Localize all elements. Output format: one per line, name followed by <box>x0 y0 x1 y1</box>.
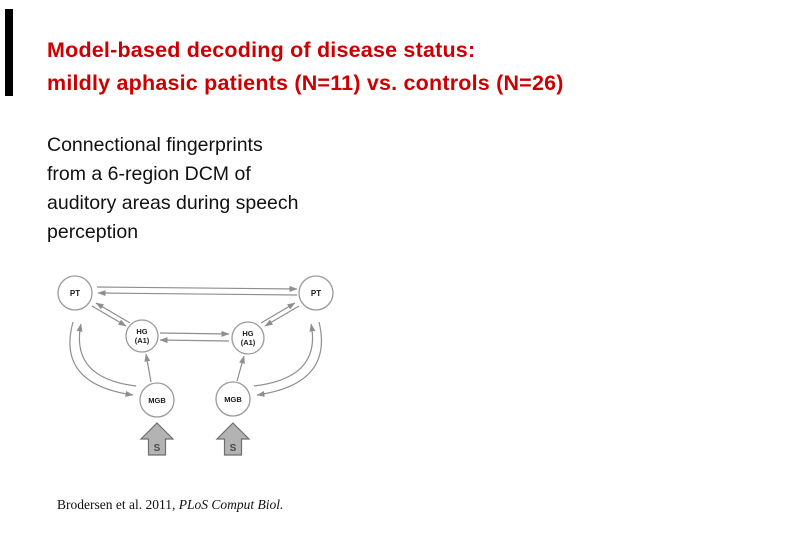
body-line: Connectional fingerprints <box>47 134 263 156</box>
node-hg-left <box>125 319 159 353</box>
arrow-ptl-to-hgl <box>91 305 127 327</box>
node-label-hg-left: HG <box>136 327 147 336</box>
node-sublabel-hg-left: (A1) <box>135 336 150 345</box>
s-input-arrow-right <box>215 422 251 456</box>
accent-bar <box>5 9 13 96</box>
arrow-ptr-to-hgr <box>264 305 300 327</box>
node-mgb-right <box>215 381 251 417</box>
slide-title: Model-based decoding of disease status: … <box>47 34 564 99</box>
arrow-ptl-to-mgbl-curve <box>69 321 134 397</box>
s-input-label-right: S <box>230 443 237 454</box>
node-mgb-left <box>139 382 175 418</box>
node-sublabel-hg-right: (A1) <box>241 338 256 347</box>
body-line: from a 6-region DCM of <box>47 163 251 185</box>
arrow-ptr-to-mgbr-curve <box>256 321 323 397</box>
s-input-label-left: S <box>154 443 161 454</box>
arrow-mgbr-to-ptr-curve <box>253 323 316 387</box>
citation: Brodersen et al. 2011, PLoS Comput Biol. <box>57 497 283 513</box>
arrow-ptr-to-ptl <box>97 290 298 297</box>
node-hg-right <box>231 321 265 355</box>
s-input-arrow-left <box>139 422 175 456</box>
node-pt-left <box>57 275 93 311</box>
title-line-2: mildly aphasic patients (N=11) vs. contr… <box>47 70 564 95</box>
node-label-mgb-right: MGB <box>224 395 242 404</box>
arrow-mgbl-to-hgl <box>144 353 152 383</box>
arrow-hgl-to-ptl <box>95 302 131 324</box>
arrow-hgr-to-ptr <box>260 302 296 324</box>
title-line-1: Model-based decoding of disease status: <box>47 38 476 62</box>
arrow-ptl-to-ptr <box>96 285 298 292</box>
node-label-pt-right: PT <box>311 289 321 298</box>
body-line: perception <box>47 221 139 243</box>
body-line: auditory areas during speech <box>47 192 299 214</box>
node-label-mgb-left: MGB <box>148 396 166 405</box>
citation-authors: Brodersen et al. 2011, <box>57 497 179 512</box>
dcm-diagram: PT PT HG (A1) HG (A1) MGB MGB S S <box>57 275 334 456</box>
arrow-mgbl-to-ptl-curve <box>76 323 137 387</box>
node-pt-right <box>298 275 334 311</box>
arrow-mgbr-to-hgr <box>236 355 245 382</box>
node-label-pt-left: PT <box>70 289 80 298</box>
citation-journal: PLoS Comput Biol. <box>178 497 284 512</box>
arrow-hgl-to-hgr <box>159 330 230 337</box>
arrow-hgr-to-hgl <box>159 337 230 344</box>
node-label-hg-right: HG <box>242 329 253 338</box>
body-text: Connectional fingerprints from a 6-regio… <box>47 131 299 247</box>
